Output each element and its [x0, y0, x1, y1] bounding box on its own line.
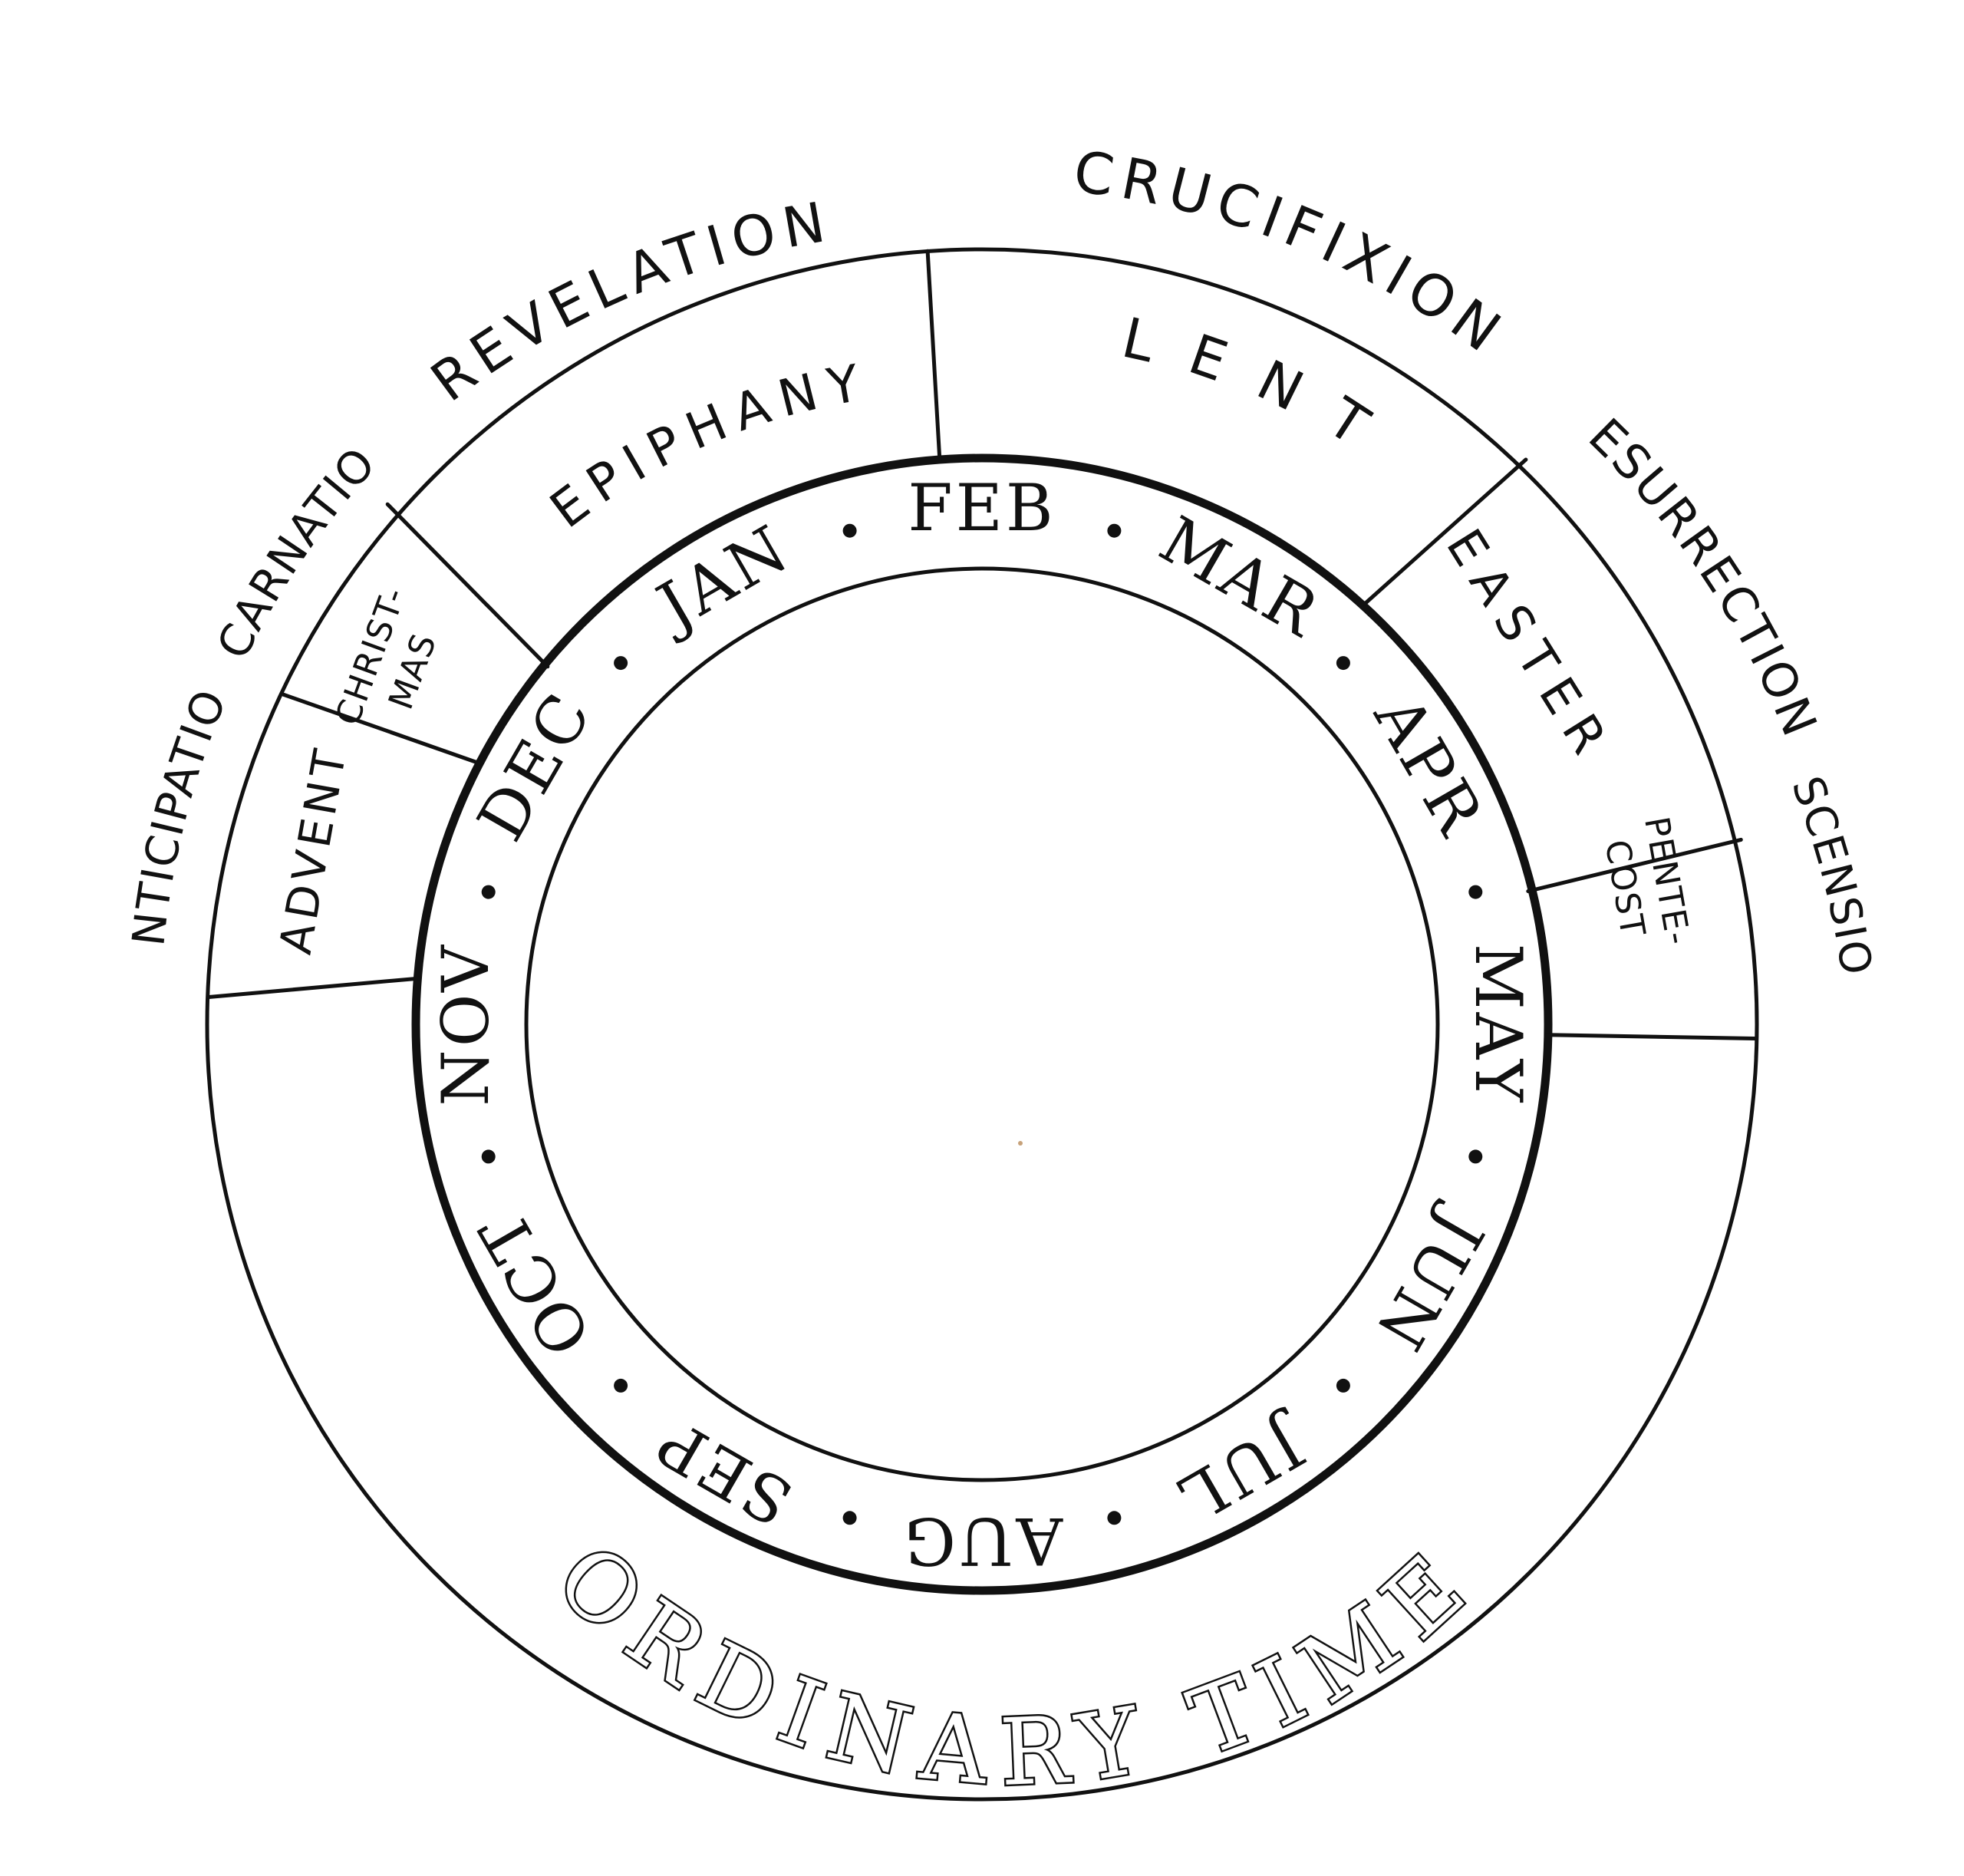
divider-lent-epiphany — [925, 249, 942, 463]
month-may: MAY — [1461, 944, 1536, 1106]
middle-ring — [411, 453, 1553, 1595]
divider-pentecost-easter — [1526, 837, 1743, 893]
season-lent: LENT — [1116, 305, 1410, 478]
divider-christmas-advent — [281, 692, 483, 766]
month-separator-dot — [614, 656, 628, 671]
theme-anticipation: ANTICIPATION — [0, 0, 237, 948]
month-separator-dot — [1336, 656, 1350, 671]
month-separator-dot — [481, 885, 496, 899]
month-nov: NOV — [428, 942, 503, 1106]
inner-ring — [524, 566, 1440, 1482]
divider-ordinary-pentecost — [1544, 1033, 1758, 1040]
divider-epiphany-christmas — [385, 502, 550, 669]
divider-advent-ordinary — [206, 976, 421, 999]
month-aug: AUG — [901, 1503, 1064, 1578]
outer-ring — [205, 247, 1759, 1802]
month-separator-dot — [842, 523, 857, 538]
month-separator-dot — [1107, 1511, 1122, 1525]
divider-easter-lent — [1363, 457, 1528, 606]
theme-incarnation: INCARNATION — [0, 0, 387, 667]
month-apr: APR — [1359, 683, 1499, 849]
month-jul: JUL — [1164, 1403, 1321, 1537]
season-advent: ADVENT — [269, 741, 358, 958]
season-easter: EASTER — [1435, 519, 1623, 774]
theme-revelation: REVELATION — [420, 189, 838, 414]
month-separator-dot — [1336, 1378, 1350, 1393]
month-separator-dot — [1468, 885, 1483, 899]
season-dividers — [206, 249, 1758, 1040]
month-feb: FEB — [908, 470, 1056, 546]
season-pentecost: PENTE- COST — [1597, 814, 1698, 949]
season-christmas: CHRIST- MAS — [328, 582, 445, 730]
season-epiphany: EPIPHANY — [539, 352, 874, 540]
month-jan: JAN — [640, 510, 802, 648]
month-oct: OCT — [463, 1197, 605, 1368]
month-sep: SEP — [643, 1403, 805, 1541]
month-jun: JUN — [1360, 1195, 1501, 1364]
month-separator-dot — [842, 1511, 857, 1525]
month-separator-dot — [1468, 1149, 1483, 1164]
month-separator-dot — [481, 1149, 496, 1164]
month-separator-dot — [614, 1378, 628, 1393]
month-separator-dot — [1107, 523, 1122, 538]
center-speck — [1018, 1141, 1023, 1146]
month-dec: DEC — [463, 679, 606, 852]
